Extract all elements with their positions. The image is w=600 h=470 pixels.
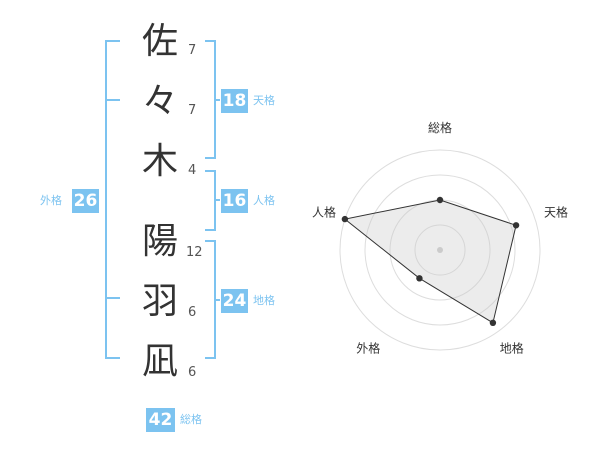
stroke-count-4: 12 — [186, 245, 203, 260]
gaikaku-bracket — [105, 40, 120, 359]
gaikaku-label: 外格 — [40, 194, 62, 207]
name-char-5: 羽 — [141, 281, 178, 322]
radar-point-2 — [512, 222, 520, 229]
stroke-count-1: 7 — [188, 43, 197, 58]
soukaku-label: 総格 — [180, 413, 202, 426]
stroke-count-3: 4 — [188, 163, 197, 178]
radar-ring-1 — [414, 224, 466, 276]
name-char-4: 陽 — [141, 221, 178, 262]
tenkaku-label: 天格 — [253, 94, 275, 107]
chikaku-value-badge: 24 — [221, 289, 248, 313]
radar-point-5 — [341, 215, 349, 223]
radar-area — [343, 199, 517, 324]
radar-axis-label-2: 天格 — [544, 204, 568, 219]
radar-ring-3 — [364, 174, 516, 326]
radar-point-4 — [416, 275, 423, 282]
jinkaku-label: 人格 — [253, 194, 275, 207]
radar-center — [437, 247, 443, 253]
radar-ring-4 — [339, 149, 541, 351]
tenkaku-value-badge: 18 — [221, 89, 248, 113]
jinkaku-value-badge: 16 — [221, 189, 248, 213]
name-char-1: 佐 — [141, 21, 178, 62]
radar-axis-label-5: 人格 — [312, 204, 336, 219]
name-char-2: 々 — [141, 81, 178, 122]
radar-axis-label-1: 総格 — [428, 120, 452, 135]
radar-point-1 — [436, 196, 444, 204]
stroke-count-5: 6 — [188, 305, 197, 320]
radar-point-3 — [489, 319, 497, 327]
stroke-count-6: 6 — [188, 365, 197, 380]
name-char-6: 凪 — [141, 341, 178, 382]
gaikaku-value-badge: 26 — [72, 189, 99, 213]
radar-axis-label-4: 外格 — [356, 341, 380, 356]
stroke-count-2: 7 — [188, 103, 197, 118]
soukaku-value-badge: 42 — [146, 408, 175, 432]
name-char-3: 木 — [141, 141, 178, 182]
chikaku-label: 地格 — [253, 294, 275, 307]
radar-axis-label-3: 地格 — [500, 341, 524, 356]
